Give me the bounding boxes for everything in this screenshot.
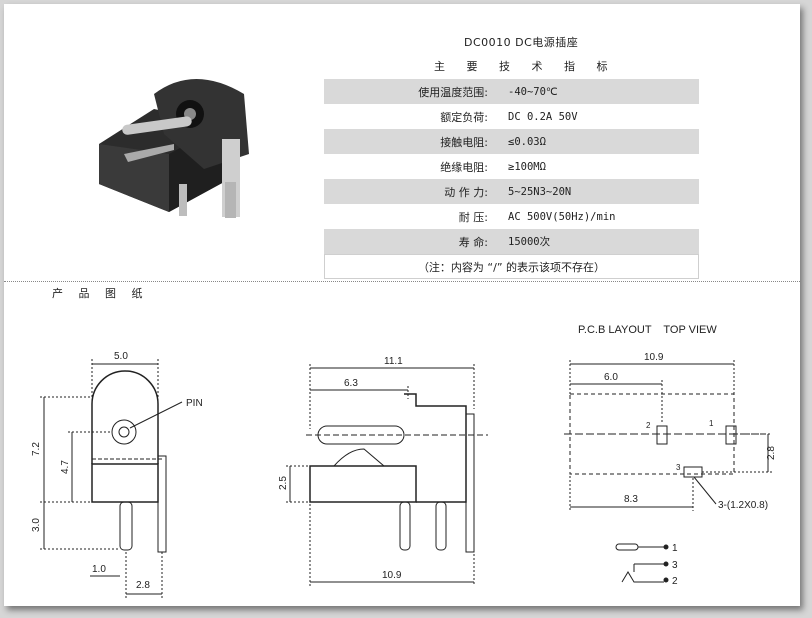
spec-heading: 主 要 技 术 指 标 xyxy=(434,60,610,73)
dim-spacing: 2.8 xyxy=(136,580,150,591)
legend-3: 3 xyxy=(672,560,678,571)
spec-label: 耐 压: xyxy=(458,210,488,224)
legend-2: 2 xyxy=(672,576,678,587)
spec-label: 寿 命: xyxy=(458,235,488,249)
spec-note: （注：内容为 “/” 的表示该项不存在） xyxy=(324,254,699,279)
pin-label: PIN xyxy=(186,398,203,409)
dim-base: 10.9 xyxy=(382,570,402,581)
dim-pin: 6.3 xyxy=(344,378,358,389)
dim-offset: 1.0 xyxy=(92,564,106,575)
product-photo xyxy=(99,79,249,218)
pcb-dim-hole: 6.0 xyxy=(604,372,618,383)
spec-label: 绝缘电阻: xyxy=(440,160,488,174)
spec-row: 动 作 力: 5~25N3~20N xyxy=(324,179,699,204)
spec-row: 接触电阻: ≤0.03Ω xyxy=(324,129,699,154)
pcb-pin1: 1 xyxy=(709,419,714,428)
pcb-pin3: 3 xyxy=(676,463,681,472)
spec-row: 额定负荷: DC 0.2A 50V xyxy=(324,104,699,129)
spec-label: 动 作 力: xyxy=(444,185,488,199)
pcb-layout: 2 1 3 10.9 6.0 8.3 2.8 3-(1.2X0.8) xyxy=(564,352,777,511)
spec-label: 使用温度范围: xyxy=(418,85,488,99)
dim-total: 11.1 xyxy=(384,356,403,367)
spec-row: 绝缘电阻: ≥100MΩ xyxy=(324,154,699,179)
technical-drawings: 5.0 PIN 7.2 3.0 4.7 1.0 2.8 xyxy=(31,351,777,598)
spec-label: 接触电阻: xyxy=(440,135,488,149)
spec-value: ≤0.03Ω xyxy=(508,135,546,148)
pcb-dim-right: 2.8 xyxy=(766,446,777,460)
dim-center: 4.7 xyxy=(60,460,71,474)
spec-row: 寿 命: 15000次 xyxy=(324,229,699,254)
dim-width: 5.0 xyxy=(114,351,128,362)
front-view: 5.0 PIN 7.2 3.0 4.7 1.0 2.8 xyxy=(31,351,203,598)
product-title: DC0010 DC电源插座 xyxy=(464,36,579,49)
pcb-dim-bottom: 8.3 xyxy=(624,494,638,505)
section-divider xyxy=(4,281,800,282)
pcb-title: P.C.B LAYOUT TOP VIEW xyxy=(578,324,717,336)
spec-value: 5~25N3~20N xyxy=(508,185,572,198)
spec-label: 额定负荷: xyxy=(440,110,488,124)
schematic-symbol: 1 3 2 xyxy=(615,543,678,587)
pcb-dim-width: 10.9 xyxy=(644,352,664,363)
spec-row: 耐 压: AC 500V(50Hz)/min xyxy=(324,204,699,229)
dim-height: 7.2 xyxy=(31,442,42,456)
dim-side-height: 2.5 xyxy=(278,476,289,490)
spec-value: ≥100MΩ xyxy=(508,160,546,173)
spec-row: 使用温度范围: -40~70℃ xyxy=(324,79,699,104)
dim-leg: 3.0 xyxy=(31,518,42,532)
spec-table: 使用温度范围: -40~70℃ 额定负荷: DC 0.2A 50V 接触电阻: … xyxy=(324,79,699,279)
spec-value: 15000次 xyxy=(508,236,551,248)
datasheet: DC0010 DC电源插座 主 要 技 术 指 标 使用温度范围: -40~70… xyxy=(4,4,800,606)
legend-1: 1 xyxy=(672,543,678,554)
side-view: 11.1 6.3 2.5 10.9 xyxy=(278,356,488,586)
spec-value: AC 500V(50Hz)/min xyxy=(508,210,616,223)
pcb-pin2: 2 xyxy=(646,421,651,430)
pcb-holes: 3-(1.2X0.8) xyxy=(718,500,768,511)
spec-value: -40~70℃ xyxy=(508,85,558,98)
spec-value: DC 0.2A 50V xyxy=(508,110,578,123)
section-title: 产 品 图 纸 xyxy=(52,287,149,300)
